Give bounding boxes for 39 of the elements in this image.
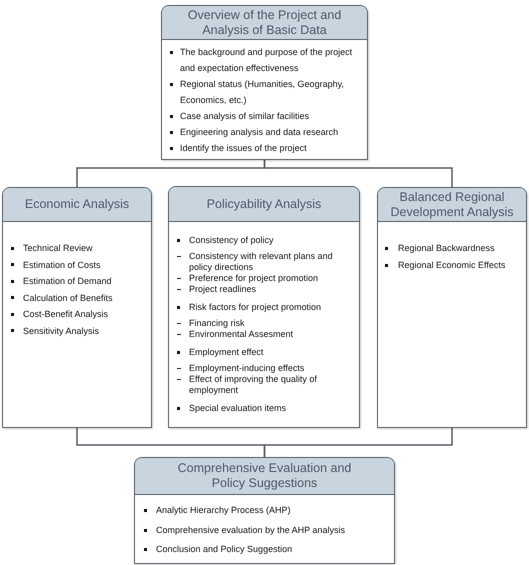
list-item: Regional Backwardness <box>385 240 495 257</box>
box-heading: Comprehensive Evaluation and Policy Suggestions <box>135 458 394 495</box>
list-item: Consistency with relevant plans and policy directions <box>177 251 352 273</box>
card <box>161 5 368 160</box>
list-item: Regional status (Humanities, Geography, Economics, etc.) <box>170 76 360 108</box>
list-item: Employment-inducing effects <box>177 363 304 374</box>
list-item: Environmental Assesment <box>177 329 294 340</box>
list-item: Case analysis of similar facilities <box>170 108 310 124</box>
list-item: Consistency of policy <box>177 235 274 246</box>
box-heading: Overview of the Project and Analysis of Basic Data <box>162 6 367 40</box>
list-item: Conclusion and Policy Suggestion <box>144 540 292 560</box>
box-heading: Policyability Analysis <box>169 187 359 222</box>
card <box>2 187 152 428</box>
card <box>377 187 527 428</box>
connector-line <box>264 160 453 187</box>
list-item: Risk factors for project promotion <box>177 302 322 313</box>
list-item: Engineering analysis and data research <box>170 124 338 140</box>
list-item: Employment effect <box>177 347 264 358</box>
box-heading: Economic Analysis <box>3 188 151 222</box>
list-item: Estimation of Demand <box>11 273 112 290</box>
list-item: Preference for project promotion <box>177 273 318 284</box>
card <box>134 457 395 564</box>
list-item: The background and purpose of the project and expectation effectiveness <box>170 44 360 76</box>
list-item: Calculation of Benefits <box>11 290 113 306</box>
list-item: Analytic Hierarchy Process (AHP) <box>144 501 291 520</box>
box-heading: Balanced Regional Development Analysis <box>378 188 526 222</box>
list-item: Effect of improving the quality of employment <box>177 374 352 396</box>
list-item: Technical Review <box>11 240 93 256</box>
list-item: Sensitivity Analysis <box>11 322 100 339</box>
list-item: Identify the issues of the project <box>170 140 307 156</box>
list-item: Financing risk <box>177 318 245 329</box>
connector-line <box>264 428 453 457</box>
list-item: Project readlines <box>177 284 256 295</box>
list-item: Comprehensive evaluation by the AHP analysis <box>144 520 345 540</box>
card <box>168 186 360 428</box>
list-item: Cost-Benefit Analysis <box>11 306 108 322</box>
list-item: Regional Economic Effects <box>385 257 506 274</box>
list-item: Estimation of Costs <box>11 256 101 273</box>
list-item: Special evaluation items <box>177 403 286 414</box>
